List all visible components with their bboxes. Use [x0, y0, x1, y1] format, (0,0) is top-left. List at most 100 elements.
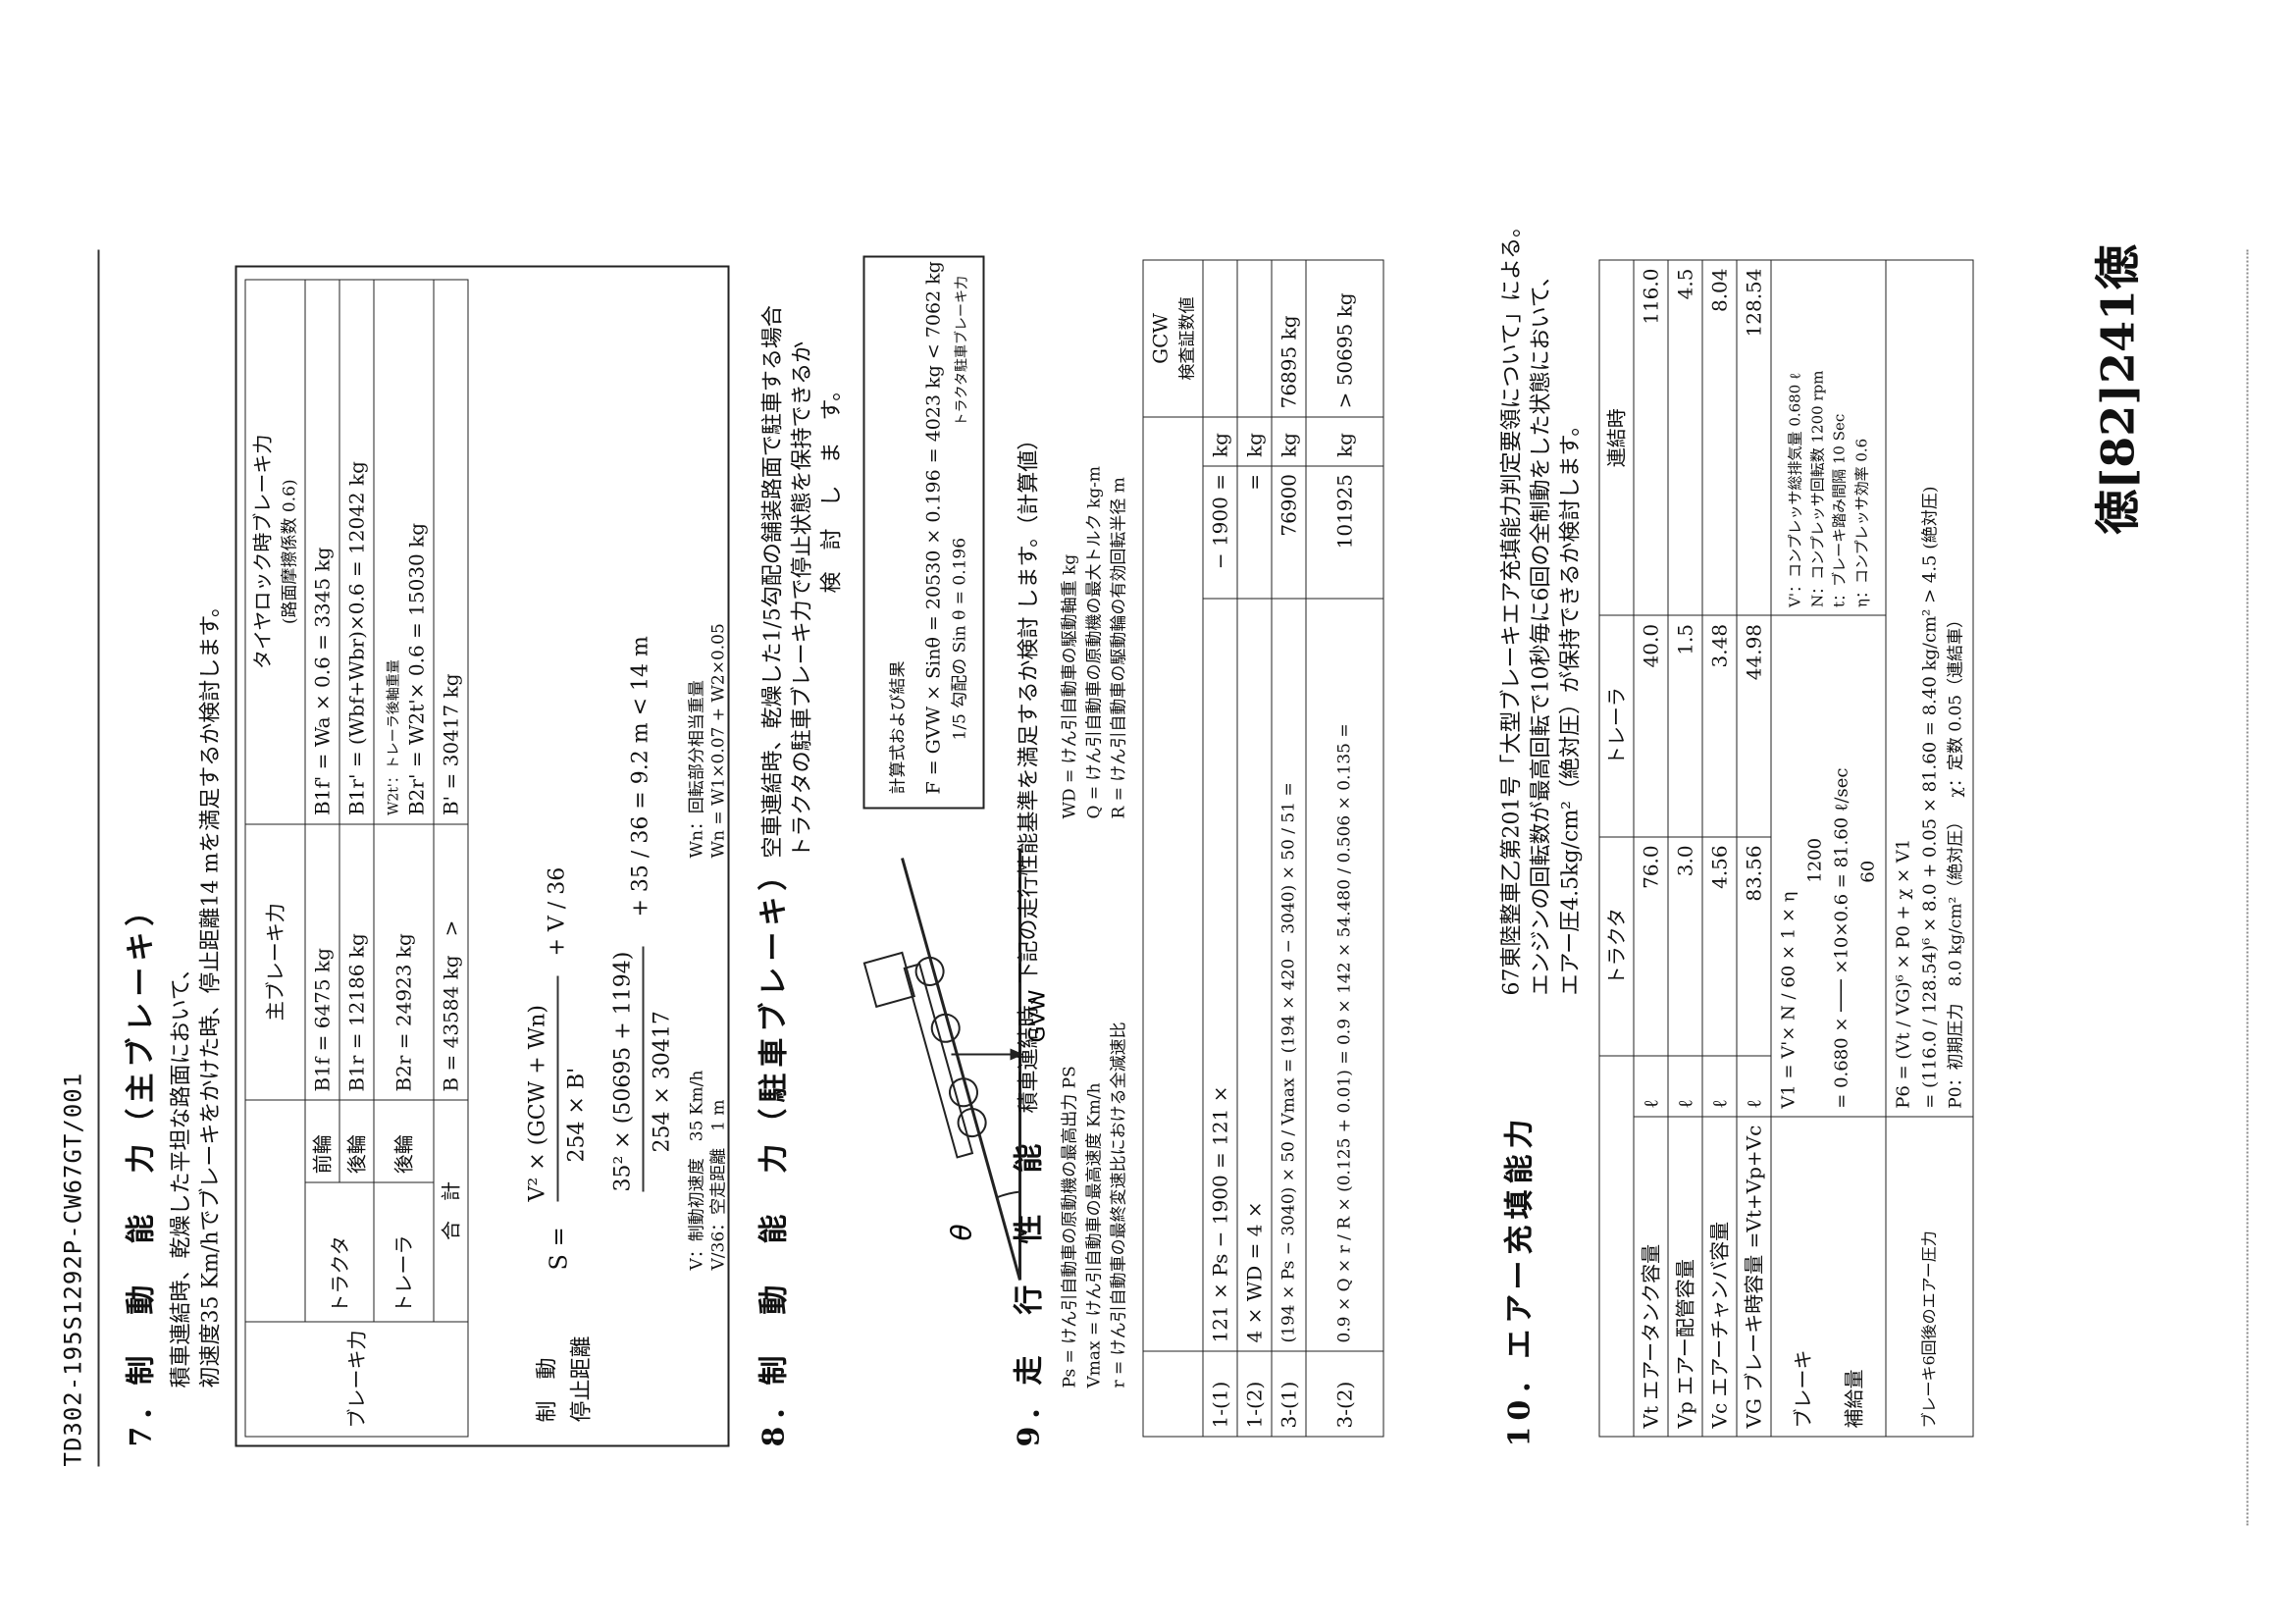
row-unit: ℓ: [1668, 1056, 1702, 1118]
col-blank: [245, 1100, 306, 1322]
section-10-title: 10．エアー充填能力: [1502, 1113, 1538, 1447]
cell-b: 44.98: [1737, 615, 1771, 837]
row-unit: kg: [1306, 416, 1384, 466]
total-lock: B' = 30417 kg: [434, 280, 469, 824]
table-row: 1-(2) 4 × WD = 4 × = kg: [1237, 260, 1273, 1437]
head-gcw-label: GCW: [1148, 313, 1173, 364]
total-label: 合 計: [434, 1100, 469, 1322]
table-row: 3-(1) (194 × Ps − 3040) × 50 / Vmax = (1…: [1272, 260, 1307, 1437]
document-reference: TD302-195S1292P-CW67GT/001: [59, 1072, 87, 1467]
gvw-label: GVW: [1026, 989, 1050, 1042]
p0-note: P0：初期圧力 8.0 kg/cm²（絶対圧） χ：定数 0.05（連結車）: [1944, 269, 1969, 1109]
cell-a: 3.0: [1668, 836, 1702, 1057]
cell-b: 40.0: [1634, 615, 1668, 837]
stop-label-a: 制 動: [535, 1357, 560, 1423]
stop-label-b: 停止距離: [569, 1336, 595, 1423]
stop-eq2-tail: + 35 / 36 = 9.2 m < 14 m: [628, 636, 653, 917]
calc-sin: 1/5 勾配の Sin θ = 0.196: [950, 537, 970, 741]
cell-c: 8.04: [1702, 260, 1737, 616]
cell-b: 3.48: [1702, 615, 1737, 837]
table-row: Vp エアー配管容量 ℓ 3.0 1.5 4.5: [1668, 260, 1702, 1437]
section-8-line2: トラクタの駐車ブレーキ力で停止状態を保持できるか: [790, 341, 815, 859]
row-res: [1237, 260, 1273, 417]
row-val: =: [1237, 465, 1273, 599]
slope-line: [901, 858, 1021, 1281]
row-id: 3-(2): [1306, 1351, 1384, 1437]
chi-text: χ：定数 0.05（連結車）: [1946, 610, 1965, 798]
table-row: Vt エアータンク容量 ℓ 76.0 40.0 116.0: [1634, 260, 1668, 1437]
b2-lock-value: B2r' = W2t'× 0.6 = 15030 kg: [404, 522, 429, 816]
stop-formula-lhs: S =: [545, 1227, 573, 1271]
row-label: Vt エアータンク容量: [1634, 1117, 1668, 1437]
t-note: t：ブレーキ踏み間隔 10 Sec: [1830, 413, 1849, 607]
slope-diagram: θ GVW: [862, 848, 1050, 1281]
row-val: 101925: [1306, 465, 1384, 599]
fraction-bar: [556, 975, 559, 1202]
bf-val: B1f = 6475 kg: [305, 823, 340, 1101]
section-10-line2: エンジンの回転数が最高回転で10秒毎に6回の全制動をした状態において、: [1529, 265, 1554, 996]
cell-c: 128.54: [1737, 260, 1771, 616]
stop-eq2-den: 254 × 30417: [650, 1011, 675, 1153]
section-8-line3: 検 討 し ま す。: [819, 379, 845, 594]
document-stamp: 徳[82]241徳: [2091, 243, 2145, 535]
cell-a: 4.56: [1702, 836, 1737, 1057]
stop-eq2-num: 35² × (50695 + 1194): [610, 951, 636, 1192]
supply-calc: V1 = V'× N / 60 × 1 × η 1200 = 0.680 × ─…: [1771, 615, 1886, 1118]
table-row: 合 計 B = 43584 kg > B' = 30417 kg: [434, 280, 469, 1437]
note-36: V/36：空走距離 1 m: [708, 1099, 729, 1271]
header-rule: [97, 249, 100, 1467]
wheels-label: 後輪: [374, 1100, 435, 1182]
col-total: 連結時: [1599, 260, 1634, 616]
air-capacity-table: トラクタ トレーラ 連結時 Vt エアータンク容量 ℓ 76.0 40.0 11…: [1599, 260, 1974, 1438]
v1-numerator: 1200: [1804, 837, 1826, 883]
section-10-line1: 67東陸整車乙第201号「大型ブレーキエア充填能力判定要領について」による。: [1499, 215, 1525, 996]
truck-icon: [862, 951, 987, 1159]
greater-than: >: [439, 919, 463, 937]
tractor-label: トラクタ: [305, 1181, 375, 1322]
table-row: トラクタ トレーラ 連結時: [1599, 260, 1634, 1437]
brake-label-text: ブレーキ: [1791, 1349, 1815, 1429]
p6-formula: P6 = (Vt / VG)⁶ × P0 + χ × V1: [1893, 838, 1914, 1109]
table-row: トラクタ 前輪 B1f = 6475 kg B1f' = Wa × 0.6 = …: [305, 280, 375, 1437]
def-vmax: Vmax = けん引自動車の最高速度 Km/h: [1084, 1082, 1105, 1388]
row-res: > 50695 kg: [1306, 260, 1384, 417]
trailer-label: トレーラ: [374, 1181, 435, 1322]
front-label: 前輪: [305, 1100, 340, 1182]
row-head: ブレーキ力: [245, 1322, 469, 1437]
row-res: [1203, 260, 1238, 417]
row-res: 76895 kg: [1272, 260, 1307, 417]
col-lock: タイヤロック時ブレーキ力(路面摩擦係数 0.6): [245, 280, 306, 824]
row-label: Vp エアー配管容量: [1668, 1117, 1702, 1437]
row-unit: kg: [1237, 416, 1273, 466]
n-note: N：コンプレッサ回転数 1200 rpm: [1808, 370, 1826, 607]
row-unit: ℓ: [1737, 1056, 1771, 1118]
b2-lock-note: W2t'：トレーラ後軸重量: [386, 659, 402, 816]
col-trailer: トレーラ: [1599, 615, 1634, 837]
theta-label: θ: [946, 1224, 978, 1240]
cell-c: 116.0: [1634, 260, 1668, 616]
section-10-line3: エアー圧4.5kg/cm²（絶対圧）が保持できるか検討します。: [1558, 414, 1584, 996]
cell-c: 4.5: [1668, 260, 1702, 616]
row-val: 76900: [1272, 465, 1307, 599]
calc-label: 計算式および結果: [888, 660, 909, 795]
section-7-line2: 初速度35 Km/hでブレーキをかけた時、停止距離14 mを満足するか検討します…: [198, 595, 224, 1388]
stop-formula-tail: + V / 36: [545, 866, 570, 957]
cell-b: 1.5: [1668, 615, 1702, 837]
supply-notes: V'：コンプレッサ総排気量 0.680 ℓ N：コンプレッサ回転数 1200 r…: [1771, 260, 1886, 616]
v1-denominator: 60: [1857, 860, 1879, 883]
p6-abs: (絶対圧): [1920, 486, 1941, 550]
p0-text: P0：初期圧力 8.0 kg/cm²（絶対圧）: [1946, 812, 1965, 1109]
row-unit: kg: [1203, 416, 1238, 466]
p6-result: = (116.0 / 128.54)⁶ × 8.0 + 0.05 × 81.60…: [1917, 269, 1945, 1108]
row-unit: ℓ: [1634, 1056, 1668, 1118]
head-gcw-sub: 検査証数値: [1177, 296, 1198, 381]
section-9-line1: 積車連結時、下記の走行性能基準を満足するか検討 します。（計算値）: [1017, 428, 1042, 1114]
calc-note: トラクタ駐車ブレーキ力: [954, 276, 970, 427]
table-row: ブレーキ補給量 V1 = V'× N / 60 × 1 × η 1200 = 0…: [1771, 260, 1886, 1437]
table-row: ブレーキ力 主ブレーキ力 タイヤロック時ブレーキ力(路面摩擦係数 0.6): [245, 280, 469, 1437]
row-label: VG ブレーキ時容量 =Vt+Vp+Vc: [1737, 1117, 1771, 1437]
